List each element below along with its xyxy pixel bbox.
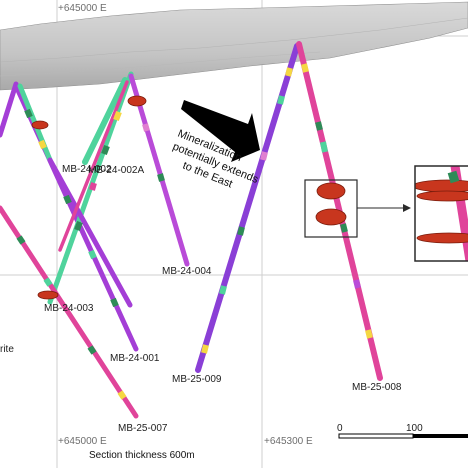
mineralization-disc — [31, 120, 49, 130]
grid-label-top: +645000 E — [58, 3, 107, 14]
hole-label-mb-24-002a: MB-24-002A — [88, 165, 144, 176]
section-thickness: Section thickness 600m — [89, 450, 195, 461]
hole-trace-far-left — [0, 81, 19, 138]
scale-tick-0: 0 — [337, 423, 343, 434]
mineralization-disc — [315, 208, 347, 226]
scale-bar: 0 100 — [337, 423, 468, 439]
hole-label-mb-24-003: MB-24-003 — [44, 303, 94, 314]
mineralization-disc — [37, 290, 59, 300]
extension-arrow-icon — [181, 100, 260, 162]
zoom-inset-frame — [414, 165, 468, 262]
hole-label-mb-24-001: MB-24-001 — [110, 353, 160, 364]
surface-texture — [0, 51, 321, 77]
zoom-arrowhead — [403, 204, 411, 212]
zoom-inset — [415, 166, 468, 261]
mineralization-disc — [316, 182, 346, 200]
grid-label-bottom-right: +645300 E — [264, 436, 313, 447]
legend-fragment: rite — [0, 344, 14, 355]
hole-label-mb-24-004: MB-24-004 — [162, 266, 212, 277]
hole-trace-mb-24-002a — [82, 77, 128, 165]
assay-bands — [16, 63, 373, 400]
hole-trace-mb-25-009 — [195, 43, 300, 373]
hole-label-mb-25-007: MB-25-007 — [118, 423, 168, 434]
hole-trace-mb-24-004 — [128, 73, 190, 267]
hole-trace-diagonal — [47, 157, 133, 308]
scale-tick-100: 100 — [406, 423, 423, 434]
hole-label-mb-25-009: MB-25-009 — [172, 374, 222, 385]
mineralization-disc — [127, 95, 147, 107]
hole-label-mb-25-008: MB-25-008 — [352, 382, 402, 393]
mineralization-discs — [31, 95, 347, 300]
hole-trace-mb-24-002-lower — [58, 80, 129, 252]
topographic-surface — [0, 1, 468, 91]
surface-texture — [0, 17, 468, 63]
grid-label-bottom-left: +645000 E — [58, 436, 107, 447]
hole-label-mb-24-002: MB-24-002 — [62, 164, 112, 175]
